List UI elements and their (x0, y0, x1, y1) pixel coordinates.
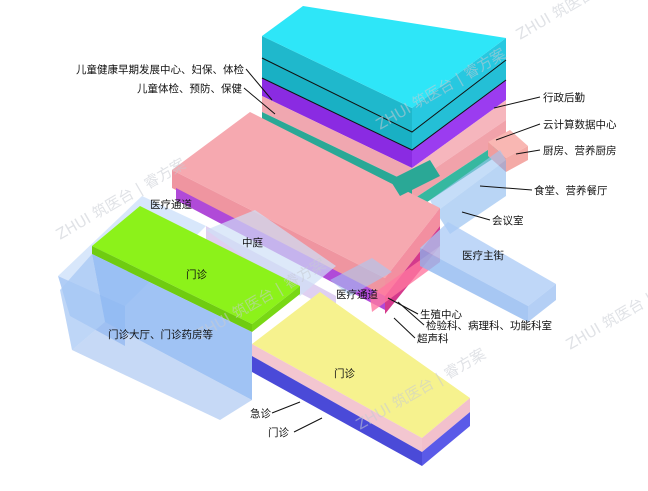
label-medical-passage-top: 医疗通道 (150, 198, 192, 211)
label-outpatient-upper: 门诊 (186, 268, 207, 281)
label-labs: 检验科、病理科、功能科室 (426, 319, 552, 332)
label-outpatient-lower: 门诊 (334, 367, 355, 380)
label-cloud-data-center: 云计算数据中心 (543, 118, 617, 131)
link-glass-right (430, 150, 506, 234)
label-ultrasound: 超声科 (417, 332, 449, 345)
label-child-checkup: 儿童体检、预防、保健 (137, 82, 242, 95)
label-early-dev-center: 儿童健康早期发展中心、妇保、体检 (76, 63, 244, 76)
label-canteen: 食堂、营养餐厅 (534, 184, 608, 197)
label-courtyard: 中庭 (242, 236, 263, 249)
label-admin-logistics: 行政后勤 (543, 91, 585, 104)
svg-text:ZHUI 筑医台 | 睿方案: ZHUI 筑医台 | 睿方案 (563, 265, 648, 354)
label-kitchen: 厨房、营养厨房 (543, 144, 617, 157)
teal-link (390, 160, 440, 196)
courtyard-area (206, 210, 336, 296)
label-medical-main-street: 医疗主街 (462, 249, 504, 262)
tower-block (261, 6, 507, 212)
outpatient-hall-block (60, 254, 252, 420)
label-reproductive-center: 生殖中心 (420, 308, 462, 321)
labels: 儿童健康早期发展中心、妇保、体检 儿童体检、预防、保健 行政后勤 云计算数据中心… (76, 63, 617, 439)
green-block (92, 206, 300, 332)
main-street-block (420, 222, 556, 322)
passage-mid (330, 258, 392, 296)
label-outpatient-base: 门诊 (268, 426, 289, 439)
label-medical-passage-mid: 医疗通道 (336, 288, 378, 301)
label-outpatient-hall: 门诊大厅、门诊药房等 (108, 328, 213, 341)
leader-lines (243, 68, 541, 433)
svg-text:ZHUI 筑医台 | 睿方案: ZHUI 筑医台 | 睿方案 (513, 0, 648, 43)
label-meeting-room: 会议室 (492, 214, 524, 227)
label-emergency: 急诊 (250, 407, 271, 420)
yellow-block (252, 292, 470, 466)
